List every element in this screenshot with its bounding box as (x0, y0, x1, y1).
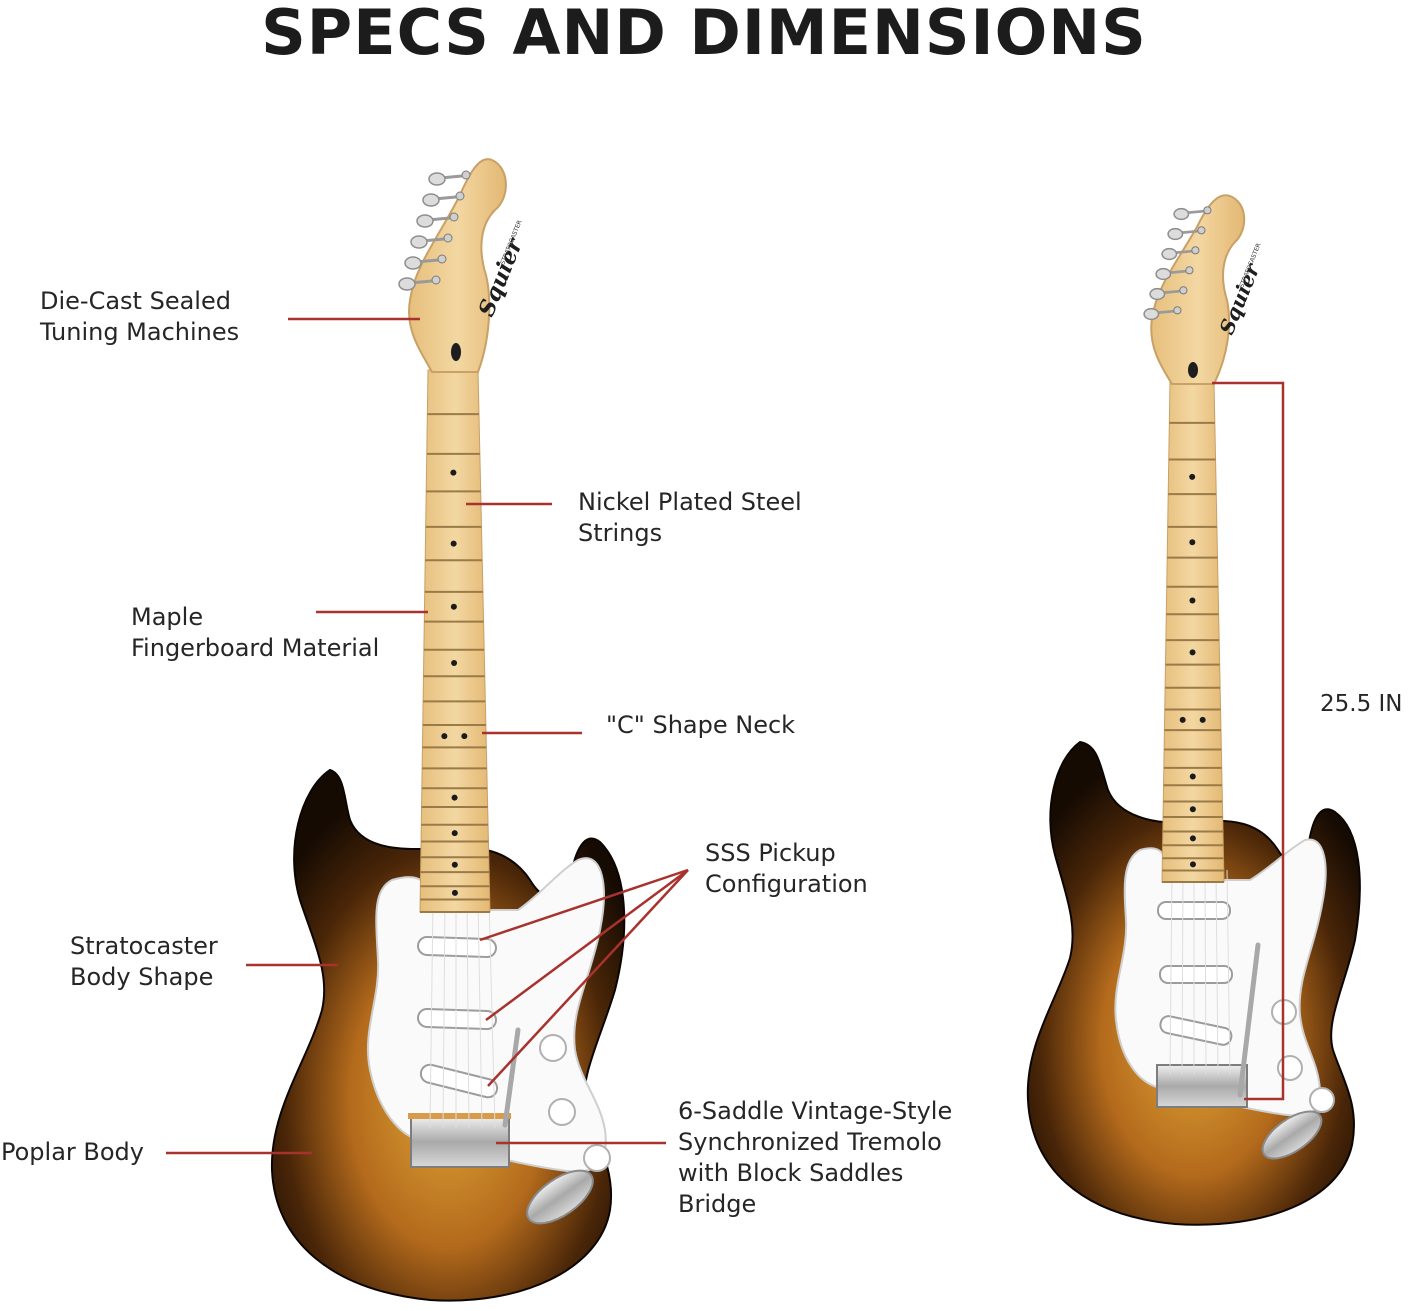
right-frets (1162, 421, 1224, 883)
fret-marker (451, 889, 458, 896)
fret-marker (451, 794, 458, 801)
leader-lines (166, 317, 1285, 1155)
tuning-peg-icon (416, 212, 459, 228)
tuning-peg-icon (1143, 306, 1182, 321)
callout-neck-line-1: "C" Shape Neck (606, 711, 796, 739)
tuning-peg-icon (410, 233, 453, 249)
callout-tuners-line-2: Tuning Machines (40, 318, 240, 346)
pickup-icon (419, 1063, 499, 1099)
output-jack-icon (1261, 1110, 1323, 1160)
callout-fingerboard: Maple Fingerboard Material (131, 602, 379, 664)
callout-fingerboard-line-2: Fingerboard Material (131, 634, 380, 662)
left-fret-markers (441, 469, 468, 896)
pickup-icon (417, 1007, 497, 1031)
fret-marker (1189, 773, 1196, 780)
right-knobs (1271, 999, 1335, 1113)
left-frets (420, 413, 490, 913)
control-knob-icon (583, 1144, 611, 1172)
right-guitar: Squier STRATOCASTER (1026, 194, 1361, 1226)
bridge-icon (410, 1116, 510, 1168)
fret-marker (1189, 597, 1196, 604)
page-title: SPECS AND DIMENSIONS (261, 0, 1147, 69)
fret-marker (1199, 716, 1206, 723)
callout-body-wood: Poplar Body (1, 1137, 144, 1168)
left-guitar: Squier STRATOCASTER (270, 158, 626, 1302)
left-pickups (417, 935, 499, 1099)
leader-pickup-1 (479, 868, 689, 942)
fret-marker (1189, 539, 1196, 546)
scale-length-label: 25.5 IN (1320, 691, 1403, 717)
tremolo-arm (1237, 942, 1261, 1098)
callout-bridge-line-4: Bridge (678, 1190, 757, 1218)
fret-marker (1189, 861, 1196, 868)
callout-neck: "C" Shape Neck (606, 710, 795, 741)
fret-marker (450, 540, 457, 547)
bridge-plate-edge (408, 1113, 511, 1119)
pickup-icon (417, 935, 497, 959)
left-knobs (539, 1034, 611, 1172)
tuning-peg-icon (1161, 246, 1200, 261)
fret-marker (1189, 835, 1196, 842)
left-headstock (408, 158, 507, 373)
tremolo-arm (502, 1027, 521, 1128)
scale-length-bracket (1212, 381, 1285, 1101)
fret-marker (1189, 806, 1196, 813)
tuning-peg-icon (398, 275, 441, 291)
callout-pickups-line-1: SSS Pickup (705, 839, 836, 867)
callout-bridge-line-2: Synchronized Tremolo (678, 1128, 942, 1156)
callout-strings-line-2: Strings (578, 519, 663, 547)
tuning-peg-icon (1149, 286, 1188, 301)
callout-tuners: Die-Cast Sealed Tuning Machines (40, 286, 239, 348)
fret-marker (1179, 716, 1186, 723)
control-knob-icon (1277, 1055, 1303, 1081)
fret-marker (451, 830, 458, 837)
output-jack-icon (526, 1169, 594, 1225)
right-tuning-pegs (1143, 206, 1212, 321)
left-tuning-pegs (398, 170, 471, 291)
fret-marker (1189, 649, 1196, 656)
fret-marker (450, 469, 457, 476)
fret-marker (450, 603, 457, 610)
callout-strings-line-1: Nickel Plated Steel (578, 488, 802, 516)
tuning-peg-icon (422, 191, 465, 207)
pickup-icon (1159, 965, 1233, 984)
fret-marker (1189, 473, 1196, 480)
tuning-peg-icon (404, 254, 447, 270)
callout-pickups-line-2: Configuration (705, 870, 868, 898)
tuning-peg-icon (428, 170, 471, 186)
callout-body-wood-line-1: Poplar Body (1, 1138, 144, 1166)
callout-bridge-line-1: 6-Saddle Vintage-Style (678, 1097, 953, 1125)
callout-body-shape-line-2: Body Shape (70, 963, 214, 991)
fret-marker (451, 861, 458, 868)
control-knob-icon (539, 1034, 567, 1062)
fret-marker (441, 733, 448, 740)
callout-strings: Nickel Plated Steel Strings (578, 487, 802, 549)
callout-tuners-line-1: Die-Cast Sealed (40, 287, 231, 315)
truss-rod-nut (451, 343, 461, 361)
leader-pickup-2 (485, 868, 689, 1022)
tuning-peg-icon (1155, 266, 1194, 281)
callout-bridge-line-3: with Block Saddles (678, 1159, 904, 1187)
callout-body-shape: Stratocaster Body Shape (70, 931, 218, 993)
callout-pickups: SSS Pickup Configuration (705, 838, 868, 900)
bridge-icon (1156, 1064, 1248, 1108)
leader-pickup-3 (487, 869, 689, 1087)
callout-fingerboard-line-1: Maple (131, 603, 204, 631)
right-strings-body (1169, 869, 1231, 1076)
control-knob-icon (548, 1098, 576, 1126)
tuning-peg-icon (1173, 206, 1212, 221)
callout-body-shape-line-1: Stratocaster (70, 932, 218, 960)
control-knob-icon (1309, 1087, 1335, 1113)
fret-marker (461, 733, 468, 740)
truss-rod-nut (1188, 362, 1198, 378)
fret-marker (451, 660, 458, 667)
right-fret-markers (1179, 473, 1206, 868)
tuning-peg-icon (1167, 226, 1206, 241)
callout-bridge: 6-Saddle Vintage-Style Synchronized Trem… (678, 1096, 952, 1220)
